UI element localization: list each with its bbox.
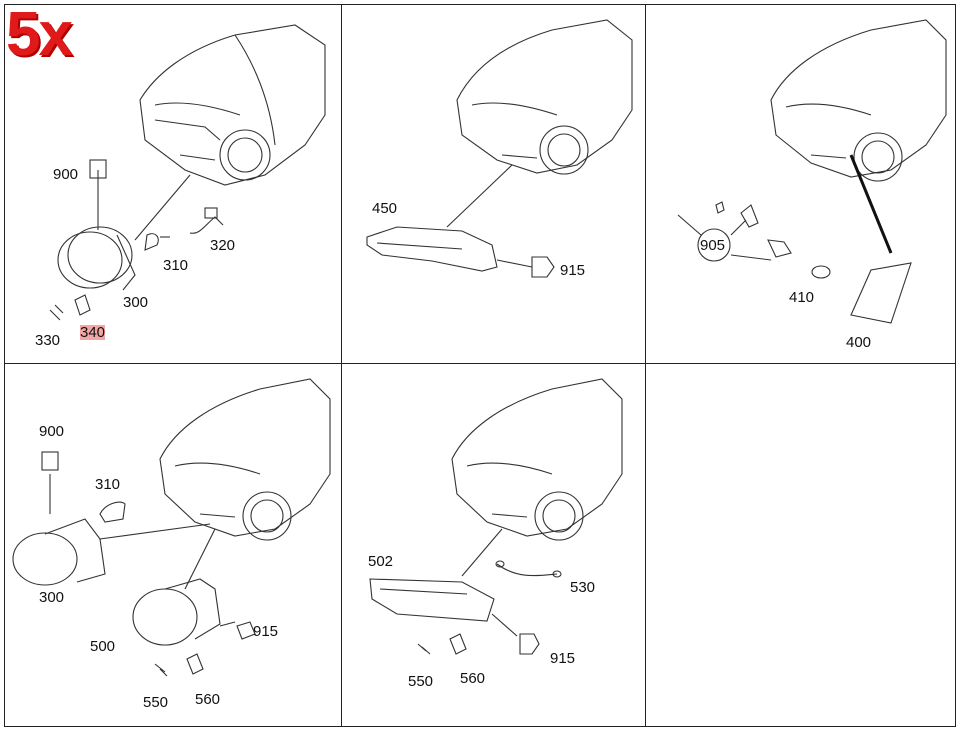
part-number-330: 330 — [35, 332, 61, 349]
part-number-550: 550 — [408, 673, 434, 690]
panel-drl-strip: 502 530 915 550 560 — [341, 363, 646, 727]
part-number-905: 905 — [700, 237, 726, 254]
panel-fog-lamp-variant: 900 310 300 500 915 550 560 — [4, 363, 342, 727]
panel-daytime-running-light: 450 915 — [341, 4, 646, 364]
panel-side-marker: 905 410 400 — [645, 4, 956, 364]
part-number-340-highlighted: 340 — [80, 324, 106, 341]
part-number-310: 310 — [163, 257, 189, 274]
part-number-530: 530 — [570, 579, 596, 596]
quantity-badge: 5x — [6, 0, 73, 69]
car-and-foglamp-drawing — [12, 378, 331, 677]
part-number-550: 550 — [143, 694, 169, 711]
part-number-915: 915 — [253, 623, 279, 640]
part-number-300: 300 — [123, 294, 149, 311]
part-number-900: 900 — [39, 423, 65, 440]
part-number-502: 502 — [368, 553, 394, 570]
panel-fog-lamp-assembly: 900 310 320 300 330 340 — [4, 4, 342, 364]
part-number-500: 500 — [90, 638, 116, 655]
part-number-410: 410 — [789, 289, 815, 306]
car-and-parts-drawing — [49, 24, 326, 321]
part-number-300: 300 — [39, 589, 65, 606]
car-and-drl-strip-drawing — [369, 378, 623, 655]
part-number-915: 915 — [550, 650, 576, 667]
part-number-560: 560 — [195, 691, 221, 708]
part-number-320: 320 — [210, 237, 236, 254]
part-number-915: 915 — [560, 262, 586, 279]
part-number-310: 310 — [95, 476, 121, 493]
part-number-450: 450 — [372, 200, 398, 217]
car-and-marker-drawing — [677, 19, 947, 324]
part-number-560: 560 — [460, 670, 486, 687]
panel-empty — [645, 363, 956, 727]
part-number-400: 400 — [846, 334, 872, 351]
part-number-900: 900 — [53, 166, 79, 183]
car-and-drl-drawing — [366, 19, 633, 278]
